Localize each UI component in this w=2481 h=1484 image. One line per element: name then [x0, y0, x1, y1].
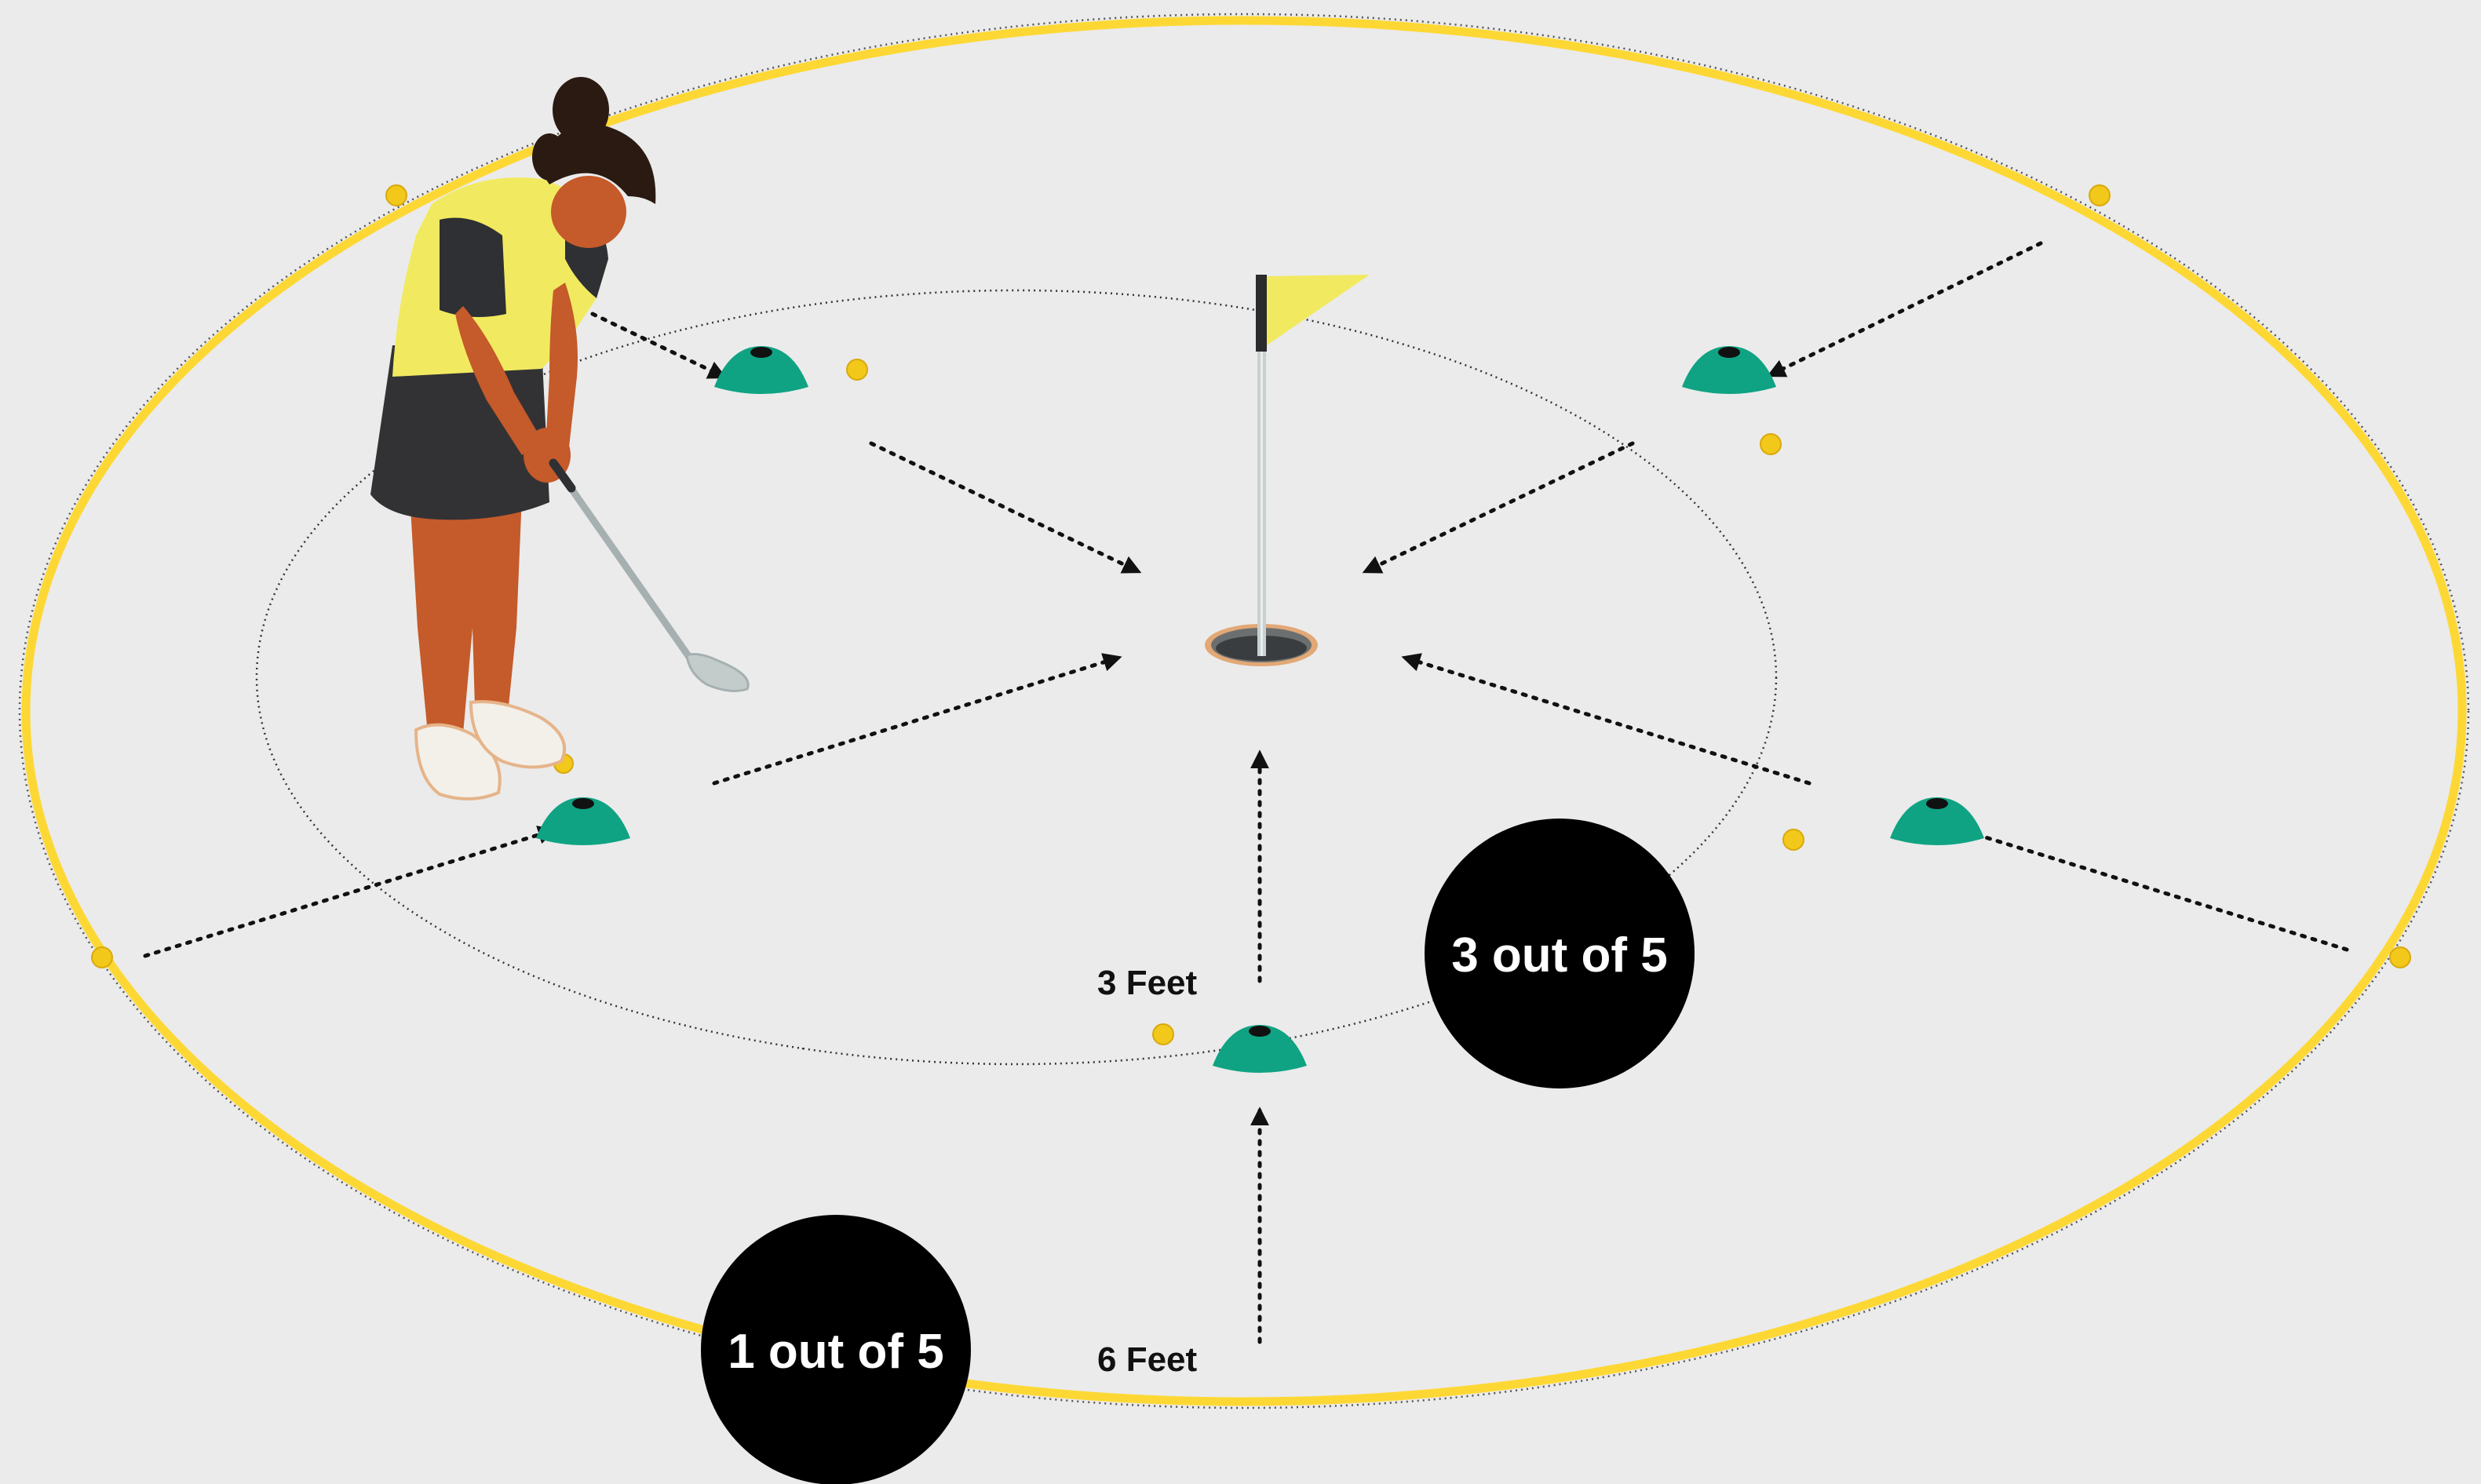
inner-distance-label: 3 Feet — [1097, 964, 1198, 1002]
arrow-outer-left — [143, 826, 557, 958]
golf-ball-icon — [2089, 184, 2111, 206]
arrow-inner-left-lower — [712, 653, 1122, 786]
inner-score-text: 3 out of 5 — [1451, 928, 1668, 983]
golf-ball-icon — [1782, 829, 1804, 851]
training-cone-icon — [1213, 1025, 1307, 1073]
outer-score-text: 1 out of 5 — [728, 1325, 944, 1379]
golf-ball-icon — [1760, 433, 1782, 455]
inner-ring — [255, 289, 1778, 1066]
golf-ball-icon — [2389, 946, 2411, 968]
golf-ball-icon — [846, 359, 868, 381]
training-cone-icon — [714, 346, 808, 394]
arrow-outer-top-right — [1766, 241, 2043, 377]
golf-ball-icon — [91, 946, 113, 968]
golf-balls — [91, 184, 2411, 1045]
training-cones — [536, 346, 1984, 1073]
golf-flag-icon — [1256, 275, 1370, 656]
outer-distance-label: 6 Feet — [1097, 1340, 1198, 1379]
golfer-figure-icon — [370, 77, 750, 801]
training-cone-icon — [1890, 797, 1984, 845]
golf-ball-icon — [1152, 1023, 1174, 1045]
arrow-inner-right-lower — [1401, 653, 1811, 786]
training-cone-icon — [536, 797, 630, 845]
golf-ball-icon — [385, 184, 407, 206]
outer-score-badge: 1 out of 5 — [701, 1215, 971, 1484]
direction-arrows — [143, 241, 2349, 1344]
arrow-inner-left-upper — [869, 441, 1142, 574]
arrow-outer-right — [1939, 819, 2349, 952]
arrow-inner-right-upper — [1362, 441, 1635, 574]
training-cone-icon — [1682, 346, 1776, 394]
outer-ring — [18, 13, 2470, 1409]
arrow-outer-top-left — [590, 312, 728, 379]
inner-score-badge: 3 out of 5 — [1425, 819, 1695, 1088]
